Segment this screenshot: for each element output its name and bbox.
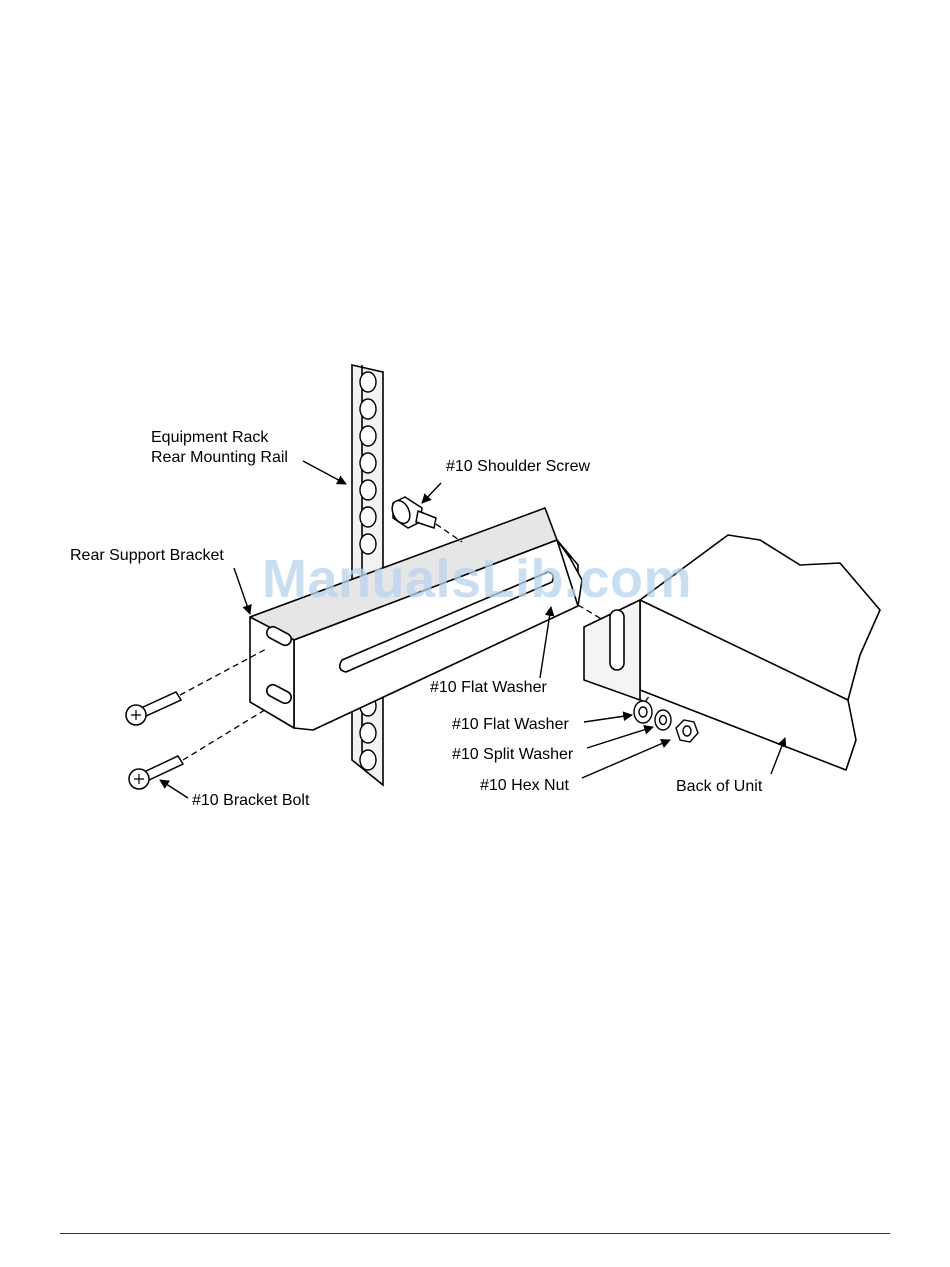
bracket-bolt-upper (126, 692, 181, 725)
rail-hole (360, 507, 376, 527)
label-shoulder-screw: #10 Shoulder Screw (446, 457, 590, 477)
rail-hole (360, 480, 376, 500)
rail-hole (360, 723, 376, 743)
label-bracket-bolt: #10 Bracket Bolt (192, 791, 309, 811)
label-split-washer: #10 Split Washer (452, 745, 573, 765)
split-washer (655, 710, 671, 730)
rail-hole (360, 372, 376, 392)
label-back-of-unit: Back of Unit (676, 777, 762, 797)
label-flat-washer: #10 Flat Washer (452, 715, 569, 735)
label-rack-rail-line-2: Rear Mounting Rail (151, 448, 288, 468)
label-rear-support-bracket: Rear Support Bracket (70, 546, 224, 566)
rail-hole (360, 750, 376, 770)
rail-hole (360, 426, 376, 446)
bracket-bolt-lower (129, 756, 183, 789)
label-rack-rail-line-1: Equipment Rack (151, 428, 288, 448)
rail-hole (360, 453, 376, 473)
flat-washer (634, 701, 652, 723)
watermark: ManualsLib.com (262, 548, 692, 610)
footer-rule (60, 1233, 890, 1234)
hex-nut (676, 720, 698, 742)
label-hex-nut: #10 Hex Nut (480, 776, 569, 796)
rail-hole (360, 399, 376, 419)
shoulder-screw (389, 497, 436, 528)
label-rack-rail: Equipment Rack Rear Mounting Rail (151, 428, 288, 468)
label-flat-washer-top: #10 Flat Washer (430, 678, 547, 698)
